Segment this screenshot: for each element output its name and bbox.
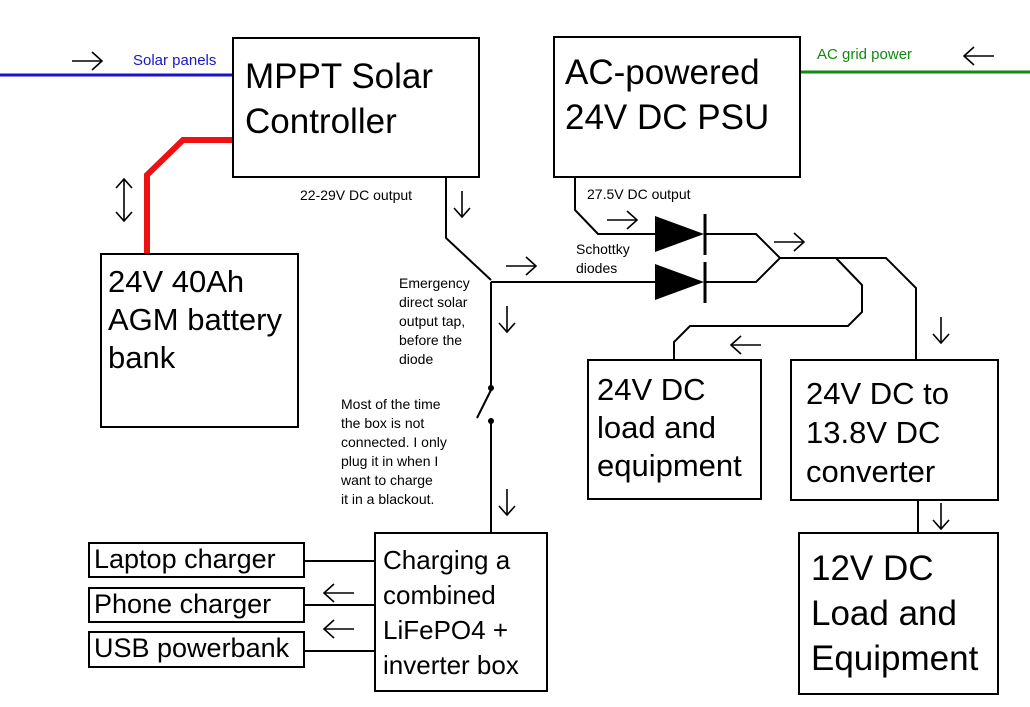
arrow-left-icon — [323, 583, 355, 603]
diode-icon — [655, 214, 707, 255]
battery-label: 24V 40Ah AGM battery bank — [108, 264, 282, 375]
arrow-down-icon — [932, 502, 950, 530]
charging-box-label: Charging a combined LiFePO4 + inverter b… — [383, 545, 519, 680]
arrow-updown-icon — [115, 177, 133, 223]
phone-charger-box: Phone charger — [88, 587, 305, 623]
switch-contact-top — [488, 385, 494, 391]
arrow-right-icon — [505, 256, 537, 276]
laptop-charger-box: Laptop charger — [88, 542, 305, 578]
diode-icon — [655, 262, 707, 303]
diode-merge-wire — [705, 233, 782, 283]
solar-panels-label: Solar panels — [133, 52, 217, 69]
psu-output-wire — [574, 178, 655, 235]
arrow-right-icon — [606, 210, 638, 230]
blackout-note: Most of the time the box is not connecte… — [341, 396, 447, 507]
mppt-output-wire — [445, 178, 492, 281]
arrow-down-icon — [498, 488, 516, 516]
mppt-output-label: 22-29V DC output — [300, 187, 413, 203]
psu-output-label: 27.5V DC output — [587, 186, 691, 202]
usb-powerbank-box: USB powerbank — [88, 631, 305, 668]
switch-contact-bottom — [488, 418, 494, 424]
arrow-right-icon — [71, 51, 103, 71]
load-bus-wire — [780, 257, 917, 359]
mppt-controller-box: MPPT Solar Controller — [232, 37, 480, 178]
load-24v-label: 24V DC load and equipment — [597, 372, 742, 483]
converter-label: 24V DC to 13.8V DC converter — [806, 376, 950, 489]
load-12v-label: 12V DC Load and Equipment — [811, 549, 979, 678]
emergency-tap-label: Emergency direct solar output tap, befor… — [399, 275, 470, 367]
battery-link — [144, 137, 232, 253]
arrow-down-icon — [498, 305, 516, 333]
mppt-controller-label: MPPT Solar Controller — [245, 57, 434, 141]
load-12v-box: 12V DC Load and Equipment — [798, 532, 999, 695]
load-24v-box: 24V DC load and equipment — [587, 359, 762, 500]
schottky-diodes-label: Schottky diodes — [576, 241, 630, 276]
arrow-left-icon — [963, 46, 995, 66]
psu-label: AC-powered 24V DC PSU — [565, 53, 770, 137]
grid-power-label: AC grid power — [817, 46, 913, 63]
load24-feed-wire — [673, 257, 863, 360]
arrow-down-icon — [453, 190, 471, 218]
converter-box: 24V DC to 13.8V DC converter — [790, 359, 999, 501]
switch-blade — [476, 389, 492, 419]
arrow-left-icon — [323, 619, 355, 639]
battery-box: 24V 40Ah AGM battery bank — [100, 253, 299, 428]
psu-box: AC-powered 24V DC PSU — [553, 36, 801, 178]
charging-box: Charging a combined LiFePO4 + inverter b… — [374, 532, 548, 692]
arrow-right-icon — [773, 232, 805, 252]
arrow-left-icon — [730, 335, 762, 355]
arrow-down-icon — [932, 316, 950, 344]
